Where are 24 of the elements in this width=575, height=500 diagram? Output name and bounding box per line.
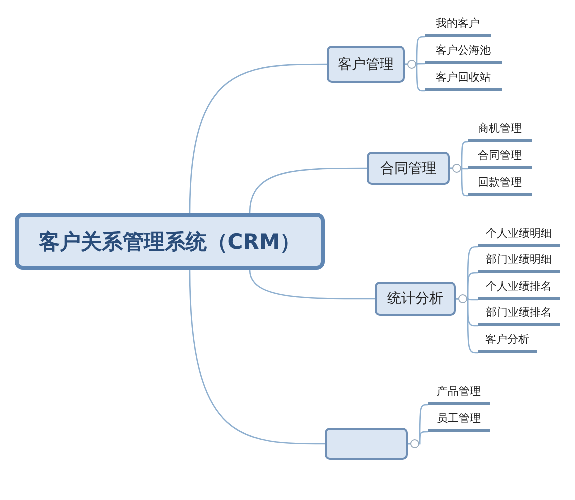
subtopic-label: 部门业绩明细	[478, 252, 560, 273]
subtopic-label: 回款管理	[468, 175, 532, 196]
subtopic-label: 员工管理	[428, 411, 490, 432]
subtopic-label: 客户分析	[478, 332, 537, 353]
topic-box: 统计分析	[375, 282, 456, 316]
subtopic-label: 合同管理	[468, 148, 532, 169]
connector-line	[408, 431, 428, 445]
subtopic-label: 产品管理	[428, 384, 490, 405]
root-topic-box: 客户关系管理系统（CRM）	[15, 213, 325, 270]
subtopic-label: 部门业绩排名	[478, 305, 560, 326]
connector-line	[249, 168, 367, 214]
topic-box: 合同管理	[367, 152, 450, 185]
topic-box	[325, 428, 408, 460]
topic-box: 客户管理	[327, 46, 405, 83]
subtopic-label: 个人业绩明细	[478, 226, 560, 247]
subtopic-label: 客户公海池	[425, 43, 502, 64]
subtopic-label: 客户回收站	[425, 70, 502, 91]
connector-line	[450, 168, 468, 197]
connector-line	[249, 270, 375, 300]
subtopic-label: 我的客户	[425, 16, 491, 37]
connector-line	[189, 64, 327, 214]
subtopic-label: 个人业绩排名	[478, 279, 560, 300]
subtopic-label: 商机管理	[468, 121, 532, 142]
connector-line	[189, 270, 325, 445]
